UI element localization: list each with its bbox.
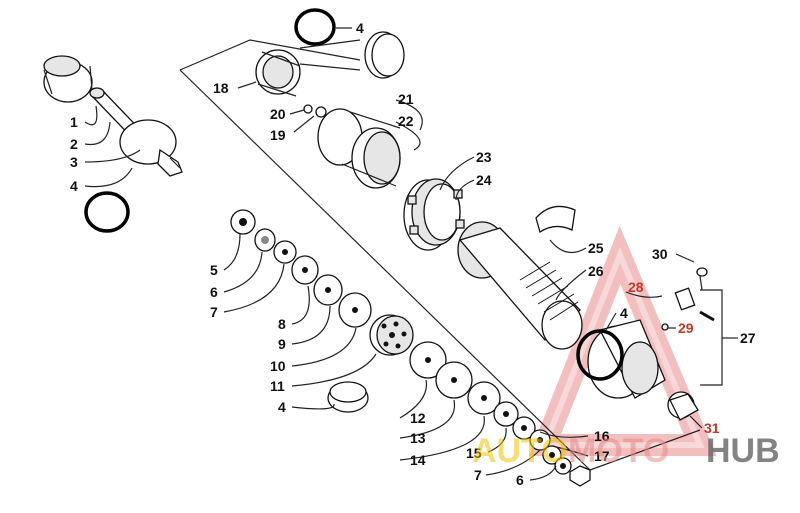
callout-18: 18 (213, 80, 229, 96)
assembly-frame (179, 39, 738, 471)
callout-13: 13 (410, 430, 426, 446)
rings-21-22 (317, 108, 401, 189)
callout-24: 24 (476, 172, 492, 188)
watermark-text: AUTO MOTO HUB (472, 432, 780, 470)
callout-19: 19 (270, 127, 286, 143)
adjuster-nuts-23-24 (403, 178, 465, 251)
top-cap-18 (255, 8, 405, 97)
callout-7-right: 7 (474, 467, 482, 483)
callout-5: 5 (210, 262, 218, 278)
rod-end-assembly (43, 55, 183, 177)
callout-8: 8 (278, 316, 286, 332)
callout-23: 23 (476, 149, 492, 165)
small-parts-28-31 (661, 267, 715, 421)
callout-6-left: 6 (210, 284, 218, 300)
watermark-moto: MOTO (568, 432, 669, 470)
callout-16: 16 (594, 428, 610, 444)
callout-14: 14 (410, 452, 426, 468)
callout-7-left: 7 (210, 304, 218, 320)
o-ring-4-left (84, 191, 130, 233)
watermark-auto: AUTO (472, 432, 568, 470)
callout-11: 11 (270, 378, 285, 394)
callout-29: 29 (678, 320, 694, 336)
callout-20: 20 (270, 106, 286, 122)
callout-4-top: 4 (356, 20, 364, 36)
callout-31: 31 (704, 420, 720, 436)
o-ring-4-right (576, 329, 624, 381)
watermark-triangle (528, 225, 717, 456)
callout-3: 3 (70, 154, 78, 170)
callout-9: 9 (278, 336, 286, 352)
spring-retainer (535, 205, 576, 234)
callout-6-right: 6 (516, 472, 524, 488)
callout-26: 26 (588, 263, 604, 279)
callout-27: 27 (740, 330, 756, 346)
callout-28: 28 (628, 279, 644, 295)
leader-lines (84, 27, 703, 481)
callout-22: 22 (398, 113, 414, 129)
callout-1: 1 (70, 114, 78, 130)
callout-4-left: 4 (70, 178, 78, 194)
callout-25: 25 (588, 240, 604, 256)
watermark-hub: HUB (706, 432, 780, 470)
callout-15: 15 (466, 445, 482, 461)
shock-body-25-26 (457, 221, 583, 350)
callout-17: 17 (594, 448, 610, 464)
valve-20-19 (303, 104, 327, 118)
callout-labels: 4 18 20 19 21 22 23 24 1 2 3 4 5 6 7 8 9… (70, 20, 756, 488)
callout-2: 2 (70, 136, 78, 152)
callout-4-lower: 4 (278, 399, 286, 415)
callout-4-right: 4 (620, 305, 628, 321)
callout-12: 12 (410, 410, 426, 426)
callout-21: 21 (398, 91, 414, 107)
callout-10: 10 (270, 358, 286, 374)
callout-30: 30 (652, 246, 668, 262)
